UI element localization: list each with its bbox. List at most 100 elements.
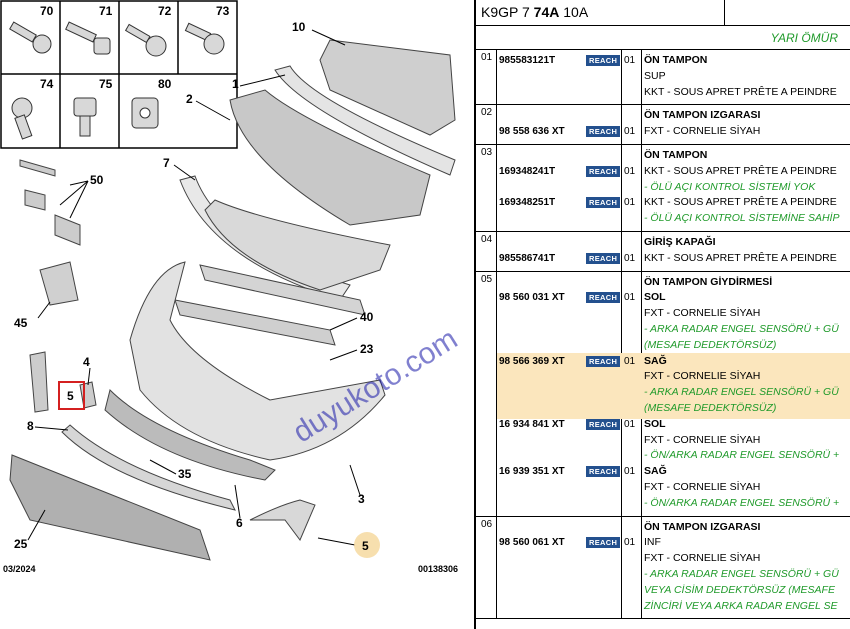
callout-3[interactable]: 3 [358, 492, 365, 506]
callout-6[interactable]: 6 [236, 516, 243, 530]
reach-badge: REACH [586, 197, 621, 209]
part-8-lower-trim [61, 424, 236, 511]
part-description: FXT - CORNELIE SİYAH [644, 552, 761, 565]
thumb-label-74[interactable]: 74 [40, 77, 54, 91]
part-number[interactable]: 16 934 841 XT [499, 418, 565, 430]
callout-5-right[interactable]: 5 [362, 539, 369, 553]
callout-45[interactable]: 45 [14, 316, 28, 330]
callout-35[interactable]: 35 [178, 467, 192, 481]
callout-4[interactable]: 4 [83, 355, 90, 369]
reach-badge: REACH [586, 252, 621, 264]
column-divider [641, 50, 642, 105]
part-title: ÖN TAMPON [644, 54, 708, 66]
column-divider [621, 232, 622, 271]
column-divider [621, 516, 622, 619]
quantity: 01 [624, 126, 636, 138]
part-10-upper-bracket [319, 39, 456, 136]
model-code-bold: 74A [533, 4, 560, 20]
callout-50[interactable]: 50 [90, 173, 104, 187]
part-number[interactable]: 98 560 031 XT [499, 292, 565, 304]
group-number: 02 [481, 107, 493, 119]
callout-10[interactable]: 10 [292, 20, 306, 34]
thumb-label-80[interactable]: 80 [158, 77, 172, 91]
column-divider [496, 516, 497, 619]
part-note: (MESAFE DEDEKTÖRSÜZ) [644, 338, 777, 351]
reach-badge: REACH [586, 537, 621, 549]
part-description: FXT - CORNELIE SİYAH [644, 433, 761, 446]
part-description: FXT - CORNELIE SİYAH [644, 307, 761, 320]
part-note: - ÖLÜ AÇI KONTROL SİSTEMİ YOK [644, 180, 816, 193]
part-description: FXT - CORNELIE SİYAH [644, 480, 761, 493]
part-40-bracket [174, 299, 336, 346]
part-note: ZİNCİRİ VEYA ARKA RADAR ENGEL SE [644, 599, 838, 612]
part-number[interactable]: 169348241T [499, 165, 556, 177]
callout-7[interactable]: 7 [163, 156, 170, 170]
part-description: SUP [644, 69, 666, 82]
column-divider [621, 50, 622, 105]
part-description: KKT - SOUS APRET PRÊTE A PEINDRE [644, 164, 837, 177]
thumb-label-75[interactable]: 75 [99, 77, 113, 91]
callout-25[interactable]: 25 [14, 537, 28, 551]
group-number: 03 [481, 147, 493, 158]
reach-badge: REACH [586, 126, 621, 138]
part-number[interactable]: 985583121T [499, 55, 556, 66]
quantity: 01 [624, 252, 636, 264]
reach-badge: REACH [586, 466, 621, 478]
life-label: YARI ÖMÜR [770, 31, 838, 45]
model-code-prefix: K9GP 7 [481, 4, 534, 20]
quantity: 01 [624, 355, 636, 367]
group-number: 05 [481, 273, 493, 285]
callout-1[interactable]: 1 [232, 77, 239, 91]
part-title: ÖN TAMPON IZGARASI [644, 520, 761, 533]
part-title: SAĞ [644, 465, 667, 478]
callout-23[interactable]: 23 [360, 342, 374, 356]
callout-40[interactable]: 40 [360, 310, 374, 324]
callout-5-selected[interactable]: 5 [67, 389, 74, 403]
bumper-parts [9, 39, 456, 561]
part-note: - ARKA RADAR ENGEL SENSÖRÜ + GÜ [644, 567, 839, 580]
part-number[interactable]: 98 558 636 XT [499, 126, 565, 138]
part-5-right-side-cover [249, 499, 316, 541]
column-divider [496, 271, 497, 516]
column-divider [621, 145, 622, 231]
part-note: - ÖN/ARKA RADAR ENGEL SENSÖRÜ + [644, 496, 840, 509]
thumb-label-71[interactable]: 71 [99, 4, 113, 18]
thumbnail-labels: 70 71 72 73 74 75 80 [40, 4, 230, 91]
part-number[interactable]: 985586741T [499, 252, 556, 264]
part-number[interactable]: 16 939 351 XT [499, 466, 565, 478]
callout-labels: 10 1 2 50 7 45 40 23 4 5 8 35 6 3 25 5 [14, 20, 380, 558]
part-title: GİRİŞ KAPAĞI [644, 236, 716, 248]
part-description: KKT - SOUS APRET PRÊTE A PEINDRE [644, 251, 837, 264]
column-divider [641, 145, 642, 231]
part-number[interactable]: 169348251T [499, 197, 556, 209]
part-note: - ÖLÜ AÇI KONTROL SİSTEMİNE SAHİP [644, 212, 840, 225]
part-note: - ÖN/ARKA RADAR ENGEL SENSÖRÜ + [644, 449, 840, 462]
quantity: 01 [624, 466, 636, 478]
reach-badge: REACH [586, 165, 621, 177]
reach-badge: REACH [586, 55, 621, 66]
thumb-label-73[interactable]: 73 [216, 4, 230, 18]
part-3-bumper-cover [129, 261, 386, 461]
thumb-label-72[interactable]: 72 [158, 4, 172, 18]
part-description: KKT - SOUS APRET PRÊTE A PEINDRE [644, 196, 837, 209]
fastener-thumbnail-grid [0, 0, 238, 149]
watermark-text: duyukoto.com [287, 322, 463, 449]
part-title: SAĞ [644, 354, 667, 367]
callout-8[interactable]: 8 [27, 419, 34, 433]
part-description: KKT - SOUS APRET PRÊTE A PEINDRE [644, 85, 837, 98]
part-number[interactable]: 98 566 369 XT [499, 355, 565, 367]
part-note: (MESAFE DEDEKTÖRSÜZ) [644, 401, 777, 414]
thumb-label-70[interactable]: 70 [40, 4, 54, 18]
highlight-ring [354, 532, 380, 558]
column-divider [496, 232, 497, 271]
part-title: ÖN TAMPON [644, 149, 708, 161]
quantity: 01 [624, 537, 636, 549]
part-description: INF [644, 536, 661, 549]
group-number: 04 [481, 234, 493, 245]
part-title: SOL [644, 291, 666, 304]
callout-2[interactable]: 2 [186, 92, 193, 106]
part-number[interactable]: 98 560 061 XT [499, 537, 565, 549]
